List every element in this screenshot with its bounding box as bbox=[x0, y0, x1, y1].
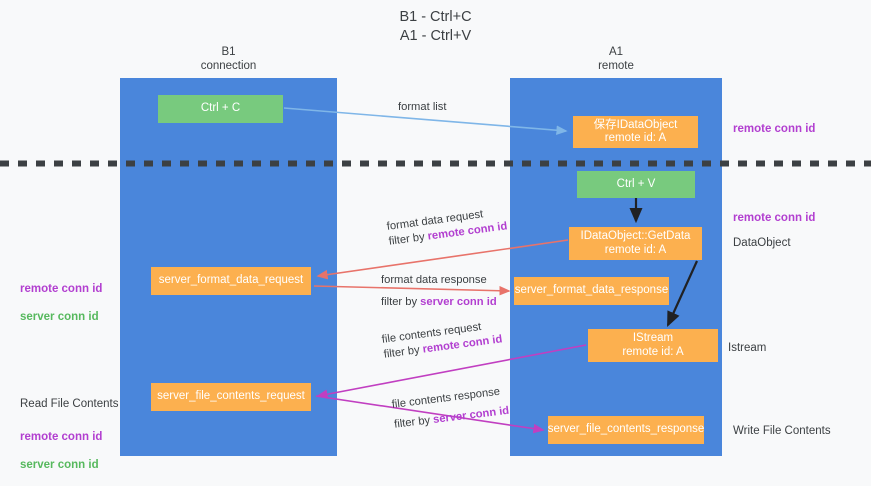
edge-label-format-data-response-filter: filter by server conn id bbox=[381, 295, 497, 308]
box-ctrl-v[interactable]: Ctrl + V bbox=[577, 171, 695, 198]
box-server-format-data-response[interactable]: server_format_data_response bbox=[514, 277, 669, 305]
box-ctrl-c[interactable]: Ctrl + C bbox=[158, 95, 283, 123]
arrow-file-contents-request bbox=[316, 344, 587, 399]
page-title: B1 - Ctrl+C A1 - Ctrl+V bbox=[399, 9, 472, 44]
box-server-format-data-request[interactable]: server_format_data_request bbox=[151, 267, 311, 295]
box-save-idataobject[interactable]: 保存IDataObject remote id: A bbox=[573, 116, 698, 148]
side-label-read-file-contents: Read File Contents bbox=[20, 398, 119, 410]
arrow-format-data-response bbox=[313, 285, 511, 296]
side-label-dataobject: DataObject bbox=[733, 237, 791, 249]
side-label-right-remote-conn-id-mid: remote conn id bbox=[733, 212, 816, 224]
arrow-format-data-request bbox=[316, 239, 569, 280]
side-label-write-file-contents: Write File Contents bbox=[733, 425, 831, 437]
arrow-format-list bbox=[283, 107, 568, 136]
edge-label-format-list: format list bbox=[398, 101, 447, 113]
box-server-file-contents-response[interactable]: server_file_contents_response bbox=[548, 416, 704, 444]
side-label-left-conn-ids-top: remote conn id server conn id bbox=[20, 268, 102, 338]
side-label-left-server-conn-id-top: server conn id bbox=[20, 311, 99, 323]
side-label-left-remote-conn-id-top: remote conn id bbox=[20, 283, 103, 295]
edge-label-format-data-response: format data response filter by server co… bbox=[381, 273, 497, 309]
edge-label-format-data-response-text: format data response bbox=[381, 274, 487, 286]
connector-arrows bbox=[283, 107, 699, 434]
column-header-a1: A1 remote bbox=[598, 46, 634, 72]
arrow-file-contents-response bbox=[315, 395, 545, 434]
diagram-canvas: B1 - Ctrl+C A1 - Ctrl+V B1 connection A1… bbox=[0, 9, 871, 471]
side-label-istream: Istream bbox=[728, 342, 767, 354]
box-idataobject-getdata[interactable]: IDataObject::GetData remote id: A bbox=[569, 227, 702, 260]
side-label-left-remote-conn-id-bottom: remote conn id bbox=[20, 431, 103, 443]
side-label-left-read-file-contents: Read File Contents remote conn id server… bbox=[20, 383, 118, 486]
side-label-right-remote-conn-id-top: remote conn id bbox=[733, 123, 816, 135]
arrow-getdata-to-istream bbox=[666, 260, 699, 328]
side-label-left-server-conn-id-bottom: server conn id bbox=[20, 459, 99, 471]
box-server-file-contents-request[interactable]: server_file_contents_request bbox=[151, 383, 311, 411]
column-header-b1: B1 connection bbox=[200, 46, 257, 72]
phase-divider-dashed-line bbox=[0, 160, 871, 167]
box-istream[interactable]: IStream remote id: A bbox=[588, 329, 718, 362]
